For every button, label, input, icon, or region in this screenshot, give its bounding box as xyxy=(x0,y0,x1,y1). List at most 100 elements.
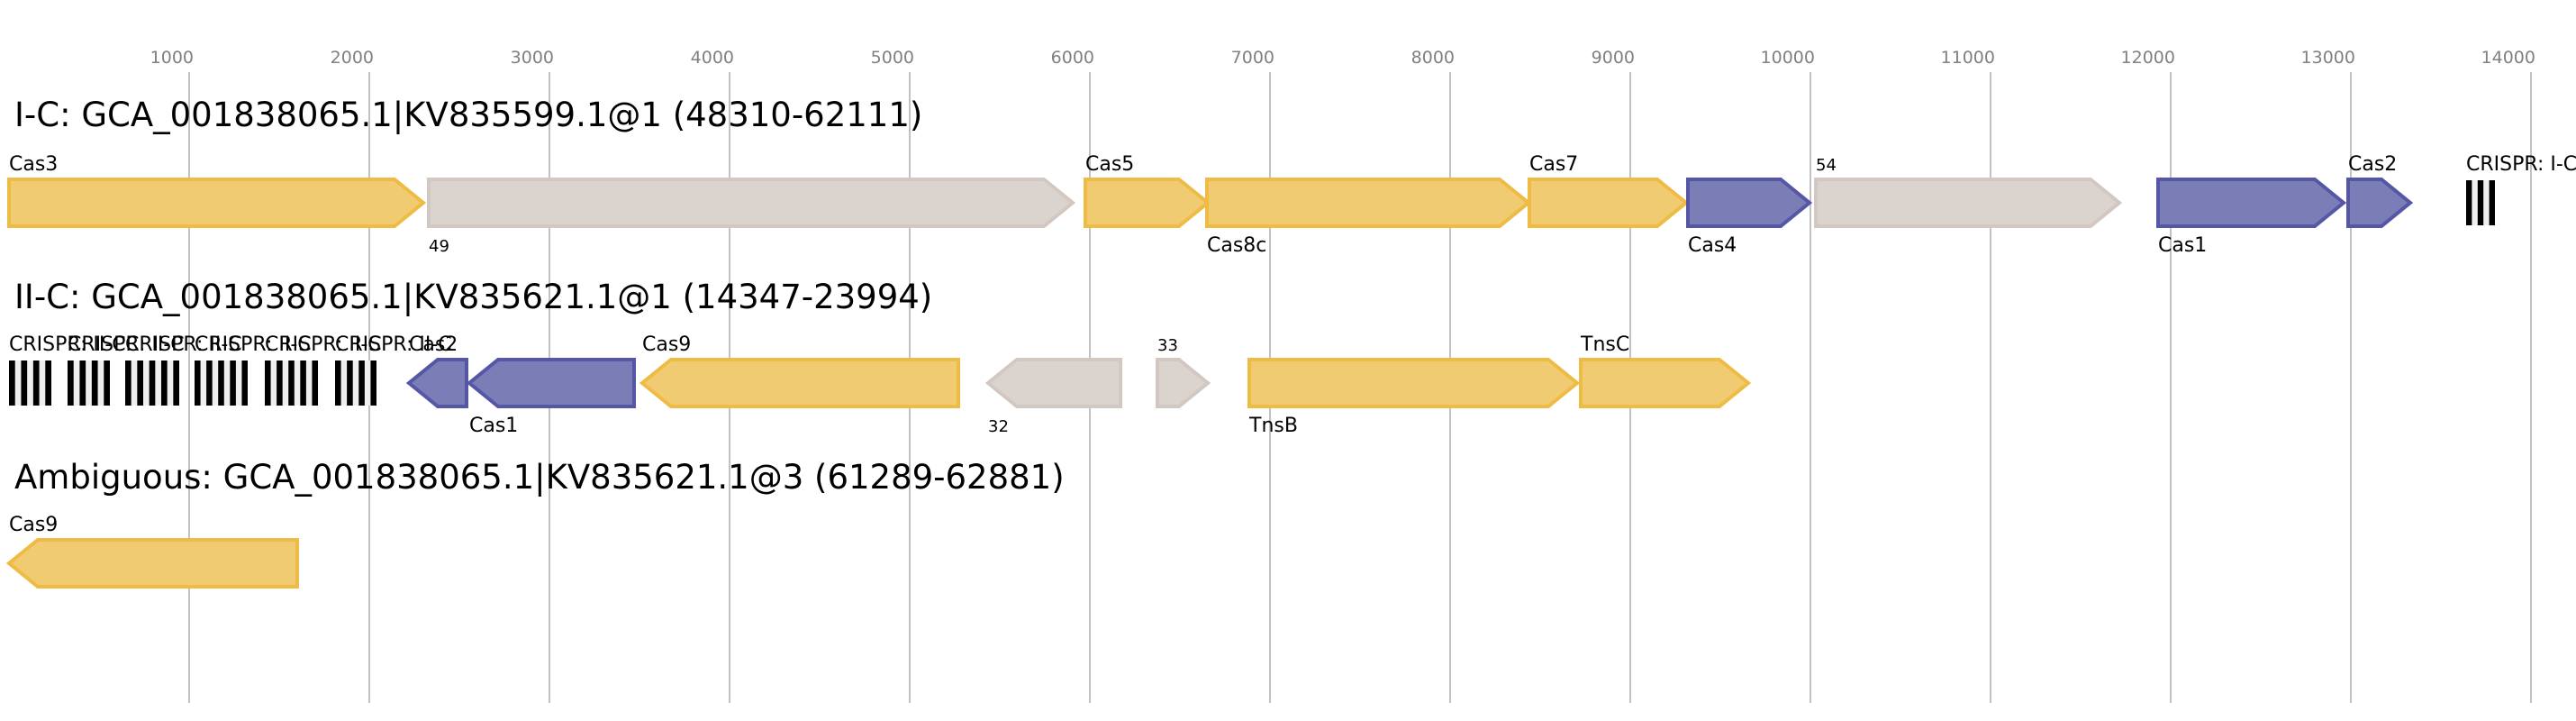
locus-row: Ambiguous: GCA_001838065.1|KV835621.1@3 … xyxy=(5,458,1065,589)
gene-label: Cas9 xyxy=(9,514,58,536)
crispr-repeat xyxy=(79,360,86,406)
gene-arrow[interactable] xyxy=(1205,178,1532,228)
tick-label: 11000 xyxy=(1941,48,1995,68)
gene-label: Cas1 xyxy=(2158,234,2207,257)
crispr-repeat xyxy=(358,360,365,406)
crispr-spacer-bg xyxy=(335,360,376,406)
locus-row: I-C: GCA_001838065.1|KV835599.1@1 (48310… xyxy=(7,96,2576,257)
crispr-array[interactable] xyxy=(265,360,318,406)
crispr-repeat xyxy=(335,360,341,406)
crispr-repeat xyxy=(288,360,295,406)
crispr-label: CRISPR: II-C xyxy=(195,333,312,356)
gene-arrow[interactable] xyxy=(1084,178,1211,228)
gene-label: Cas3 xyxy=(9,153,58,176)
gene-label: Cas7 xyxy=(1529,153,1578,176)
crispr-repeat xyxy=(161,360,168,406)
tick-label: 7000 xyxy=(1231,48,1274,68)
gene-label: Cas2 xyxy=(2348,153,2397,176)
crispr-repeat xyxy=(370,360,376,406)
gene-label: Cas4 xyxy=(1688,234,1737,257)
tick-label: 2000 xyxy=(331,48,374,68)
tick-label: 10000 xyxy=(1761,48,1815,68)
gene-arrow[interactable] xyxy=(5,538,299,589)
crispr-array[interactable] xyxy=(335,360,376,406)
crispr-repeat xyxy=(195,360,201,406)
gene-arrow[interactable] xyxy=(427,178,1076,228)
crispr-repeat xyxy=(241,360,248,406)
tick-label: 3000 xyxy=(511,48,554,68)
gene-label: 54 xyxy=(1816,156,1837,175)
gene-arrow[interactable] xyxy=(7,178,427,228)
tick-labels: 1000 2000 3000 4000 5000 6000 7000 8000 9000 1000… xyxy=(150,48,2535,68)
crispr-label: CRISPR: II-C xyxy=(68,333,185,356)
crispr-repeat xyxy=(91,360,98,406)
gene-label: TnsC xyxy=(1580,333,1629,356)
gene-arrow[interactable] xyxy=(2156,178,2347,228)
gene-arrow[interactable] xyxy=(2346,178,2414,228)
locus-title: Ambiguous: GCA_001838065.1|KV835621.1@3 … xyxy=(14,458,1065,497)
crispr-repeat xyxy=(206,360,213,406)
gene-label: TnsB xyxy=(1248,415,1298,437)
crispr-repeat xyxy=(265,360,271,406)
gene-arrow[interactable] xyxy=(405,358,468,408)
tick-label: 5000 xyxy=(871,48,914,68)
crispr-repeat xyxy=(312,360,318,406)
crispr-repeat xyxy=(230,360,236,406)
gene-arrow[interactable] xyxy=(984,358,1122,408)
gene-label: 33 xyxy=(1157,336,1178,355)
crispr-array[interactable] xyxy=(68,360,110,406)
crispr-array[interactable] xyxy=(9,360,51,406)
tick-label: 6000 xyxy=(1051,48,1094,68)
gene-label: 49 xyxy=(429,237,449,256)
crispr-label: CRISPR: II-C xyxy=(335,333,452,356)
crispr-repeat xyxy=(68,360,74,406)
crispr-array[interactable] xyxy=(2466,180,2495,225)
crispr-spacer-bg xyxy=(9,360,51,406)
crispr-repeat xyxy=(9,360,15,406)
crispr-repeat xyxy=(2466,180,2472,225)
crispr-repeat xyxy=(125,360,132,406)
gene-arrow[interactable] xyxy=(1814,178,2123,228)
rows-layer: I-C: GCA_001838065.1|KV835599.1@1 (48310… xyxy=(5,96,2576,589)
locus-row: II-C: GCA_001838065.1|KV835621.1@1 (1434… xyxy=(9,278,1752,437)
crispr-repeat xyxy=(218,360,224,406)
gene-label: Cas5 xyxy=(1085,153,1134,176)
gene-label: Cas8c xyxy=(1207,234,1266,257)
crispr-repeat xyxy=(300,360,306,406)
crispr-label: CRISPR: II-C xyxy=(9,333,126,356)
locus-title: II-C: GCA_001838065.1|KV835621.1@1 (1434… xyxy=(14,278,932,316)
crispr-repeat xyxy=(45,360,51,406)
crispr-array[interactable] xyxy=(125,360,179,406)
locus-title: I-C: GCA_001838065.1|KV835599.1@1 (48310… xyxy=(14,96,922,134)
crispr-repeat xyxy=(21,360,28,406)
tick-label: 4000 xyxy=(691,48,734,68)
crispr-repeat xyxy=(32,360,40,406)
crispr-label: CRISPR: II-C xyxy=(265,333,382,356)
crispr-repeat xyxy=(2489,180,2495,225)
tick-label: 9000 xyxy=(1592,48,1635,68)
gene-arrow[interactable] xyxy=(1686,178,1813,228)
crispr-repeat xyxy=(173,360,179,406)
crispr-repeat xyxy=(137,360,143,406)
crispr-repeat xyxy=(149,360,156,406)
gene-label: Cas1 xyxy=(469,415,518,437)
tick-label: 8000 xyxy=(1411,48,1455,68)
gene-arrow[interactable] xyxy=(1247,358,1581,408)
gene-arrow[interactable] xyxy=(639,358,960,408)
gene-arrow[interactable] xyxy=(1528,178,1690,228)
crispr-repeat xyxy=(2477,180,2484,225)
gene-arrow[interactable] xyxy=(1156,358,1211,408)
tick-label: 13000 xyxy=(2301,48,2355,68)
gene-label: Cas9 xyxy=(642,333,691,356)
crispr-label: CRISPR: II-C xyxy=(125,333,242,356)
gene-arrow[interactable] xyxy=(466,358,636,408)
crispr-array[interactable] xyxy=(195,360,248,406)
gene-arrow[interactable] xyxy=(1579,358,1752,408)
crispr-repeat xyxy=(347,360,353,406)
gene-label: Cas2 xyxy=(409,333,458,356)
tick-label: 1000 xyxy=(150,48,194,68)
crispr-repeat xyxy=(277,360,283,406)
crispr-spacer-bg xyxy=(68,360,110,406)
tick-label: 14000 xyxy=(2481,48,2535,68)
